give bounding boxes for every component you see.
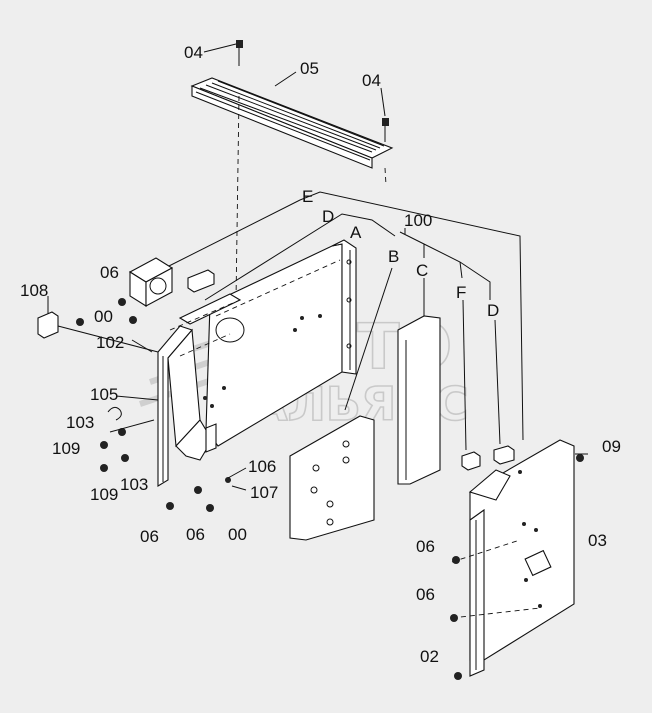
seal-block-small — [187, 269, 215, 293]
block-f-part — [461, 451, 481, 471]
label-108: 108 — [20, 281, 48, 300]
label-109-lower: 109 — [90, 485, 118, 504]
label-02: 02 — [420, 647, 439, 666]
label-04-right: 04 — [362, 71, 381, 90]
label-05: 05 — [300, 59, 319, 78]
label-e: E — [302, 187, 313, 206]
label-107: 107 — [250, 483, 278, 502]
label-00-upper: 00 — [94, 307, 113, 326]
label-06-right-upper: 06 — [416, 537, 435, 556]
label-106: 106 — [248, 457, 276, 476]
label-00-bottom: 00 — [228, 525, 247, 544]
label-06-bottom-left: 06 — [140, 527, 159, 546]
lower-tab — [205, 423, 217, 453]
clip-108-part — [37, 296, 59, 339]
label-f: F — [456, 283, 466, 302]
label-04-top: 04 — [184, 43, 203, 62]
label-06-bottom-mid: 06 — [186, 525, 205, 544]
label-b: B — [388, 247, 399, 266]
label-103-upper: 103 — [66, 413, 94, 432]
bolt-04-right — [382, 118, 389, 142]
plate-c-part — [397, 315, 441, 485]
label-09: 09 — [602, 437, 621, 456]
left-panel-part — [157, 325, 213, 487]
label-102: 102 — [96, 333, 124, 352]
label-100: 100 — [404, 211, 432, 230]
label-d-upper: D — [322, 207, 334, 226]
bolt-04-top — [236, 40, 243, 66]
side-cover-part — [468, 439, 575, 677]
label-103-lower: 103 — [120, 475, 148, 494]
label-105: 105 — [90, 385, 118, 404]
label-109-upper: 109 — [52, 439, 80, 458]
top-grille-part — [190, 77, 394, 169]
plate-a-part — [289, 415, 375, 541]
label-06-right-lower: 06 — [416, 585, 435, 604]
label-03: 03 — [588, 531, 607, 550]
seal-block-ring — [128, 257, 174, 307]
label-06-upper: 06 — [100, 263, 119, 282]
block-d-part — [493, 445, 515, 465]
label-c: C — [416, 261, 428, 280]
label-a: A — [350, 223, 362, 242]
label-d-lower: D — [487, 301, 499, 320]
hardware-group — [76, 298, 584, 680]
